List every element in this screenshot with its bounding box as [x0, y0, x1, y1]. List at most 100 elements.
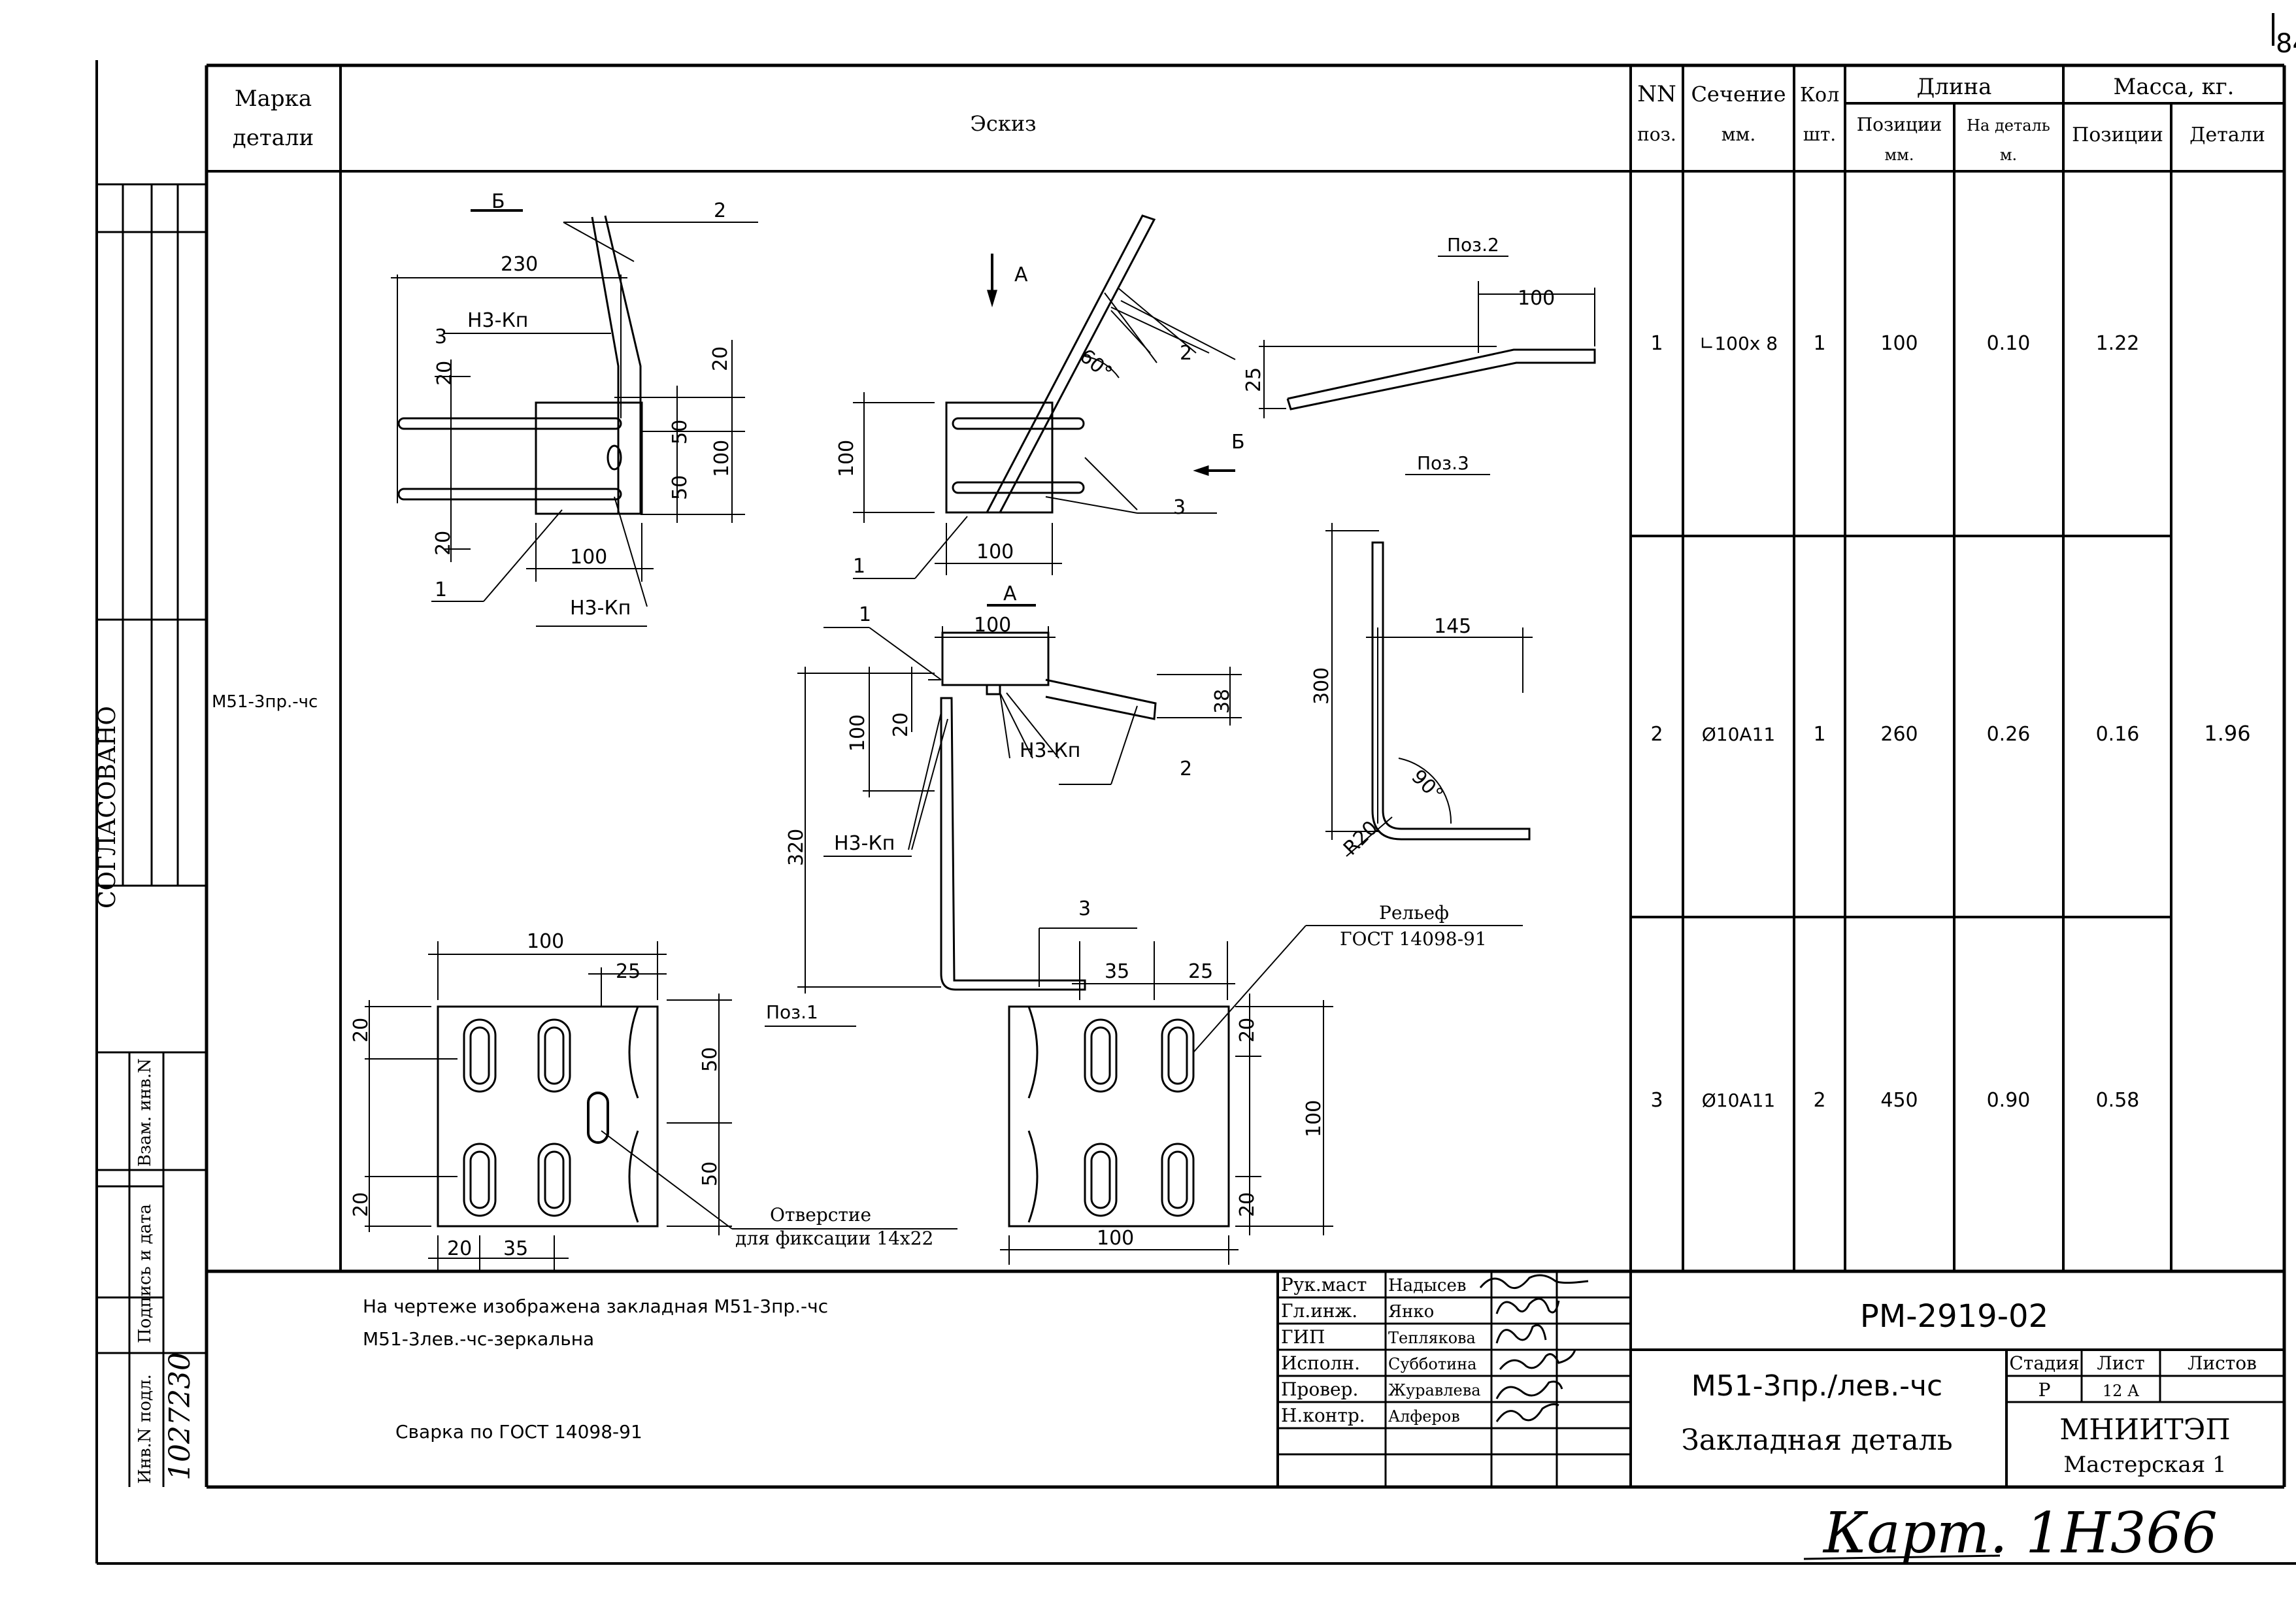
dim-230: 230 [501, 253, 538, 276]
header-length-pos-line2: мм. [1885, 146, 1914, 164]
title-block-grid [1631, 1348, 2284, 1487]
dim-25: 25 [1242, 367, 1265, 392]
inv-number-handwritten: 1027230 [163, 1352, 197, 1480]
dim-100: 100 [974, 614, 1011, 637]
dim-100: 100 [710, 440, 733, 477]
row3-section: Ø10А11 [1702, 1090, 1775, 1111]
sig-name-3: Теплякова [1388, 1329, 1476, 1347]
dim-20: 20 [432, 531, 455, 556]
view-a-label: А [1003, 582, 1017, 605]
row2-qty: 1 [1813, 723, 1825, 746]
view-a-arrow-label: А [1014, 263, 1028, 286]
callout-1-mid: 1 [853, 555, 865, 578]
sheets-label: Листов [2188, 1352, 2257, 1374]
plate-right-labels: 35 25 20 100 20 100 Рельеф ГОСТ 14098-91 [1097, 902, 1487, 1250]
table-row: 2 Ø10А11 1 260 0.26 0.16 [1650, 723, 2139, 746]
dim-300: 300 [1310, 667, 1333, 705]
view-b-sketch [391, 209, 758, 627]
card-number-handwritten: Карт. 1Н366 [1822, 1501, 2218, 1566]
doc-code: РМ-2919-02 [1860, 1298, 2048, 1335]
dim-100: 100 [527, 930, 564, 953]
row1-length-mm: 100 [1880, 332, 1918, 355]
dim-20: 20 [350, 1018, 373, 1043]
signature-rows: Рук.маст Надысев Гл.инж. Янко ГИП Тепляк… [1281, 1274, 1481, 1426]
relief-line2: ГОСТ 14098-91 [1340, 928, 1487, 950]
pos2-label: Поз.2 [1447, 234, 1499, 256]
note-line3: Сварка по ГОСТ 14098-91 [395, 1421, 642, 1443]
detail-type: Закладная деталь [1681, 1424, 1952, 1457]
weld-label: Н3-Кп [834, 832, 895, 855]
view-b-label: Б [491, 190, 505, 213]
inv-original-label: Инв.N подл. [135, 1374, 155, 1484]
sig-role-6: Н.контр. [1281, 1405, 1365, 1426]
stage-label: Стадия [2009, 1352, 2079, 1374]
header-mark-line2: детали [233, 125, 314, 151]
callout-2-side: 2 [1180, 758, 1192, 780]
pos1-label: Поз.1 [766, 1001, 818, 1023]
note-line1: На чертеже изображена закладная М51-3пр.… [363, 1295, 828, 1317]
header-length-det-line2: м. [2000, 146, 2017, 164]
row3-length-m: 0.90 [1987, 1089, 2031, 1112]
header-mass-pos: Позиции [2072, 124, 2163, 146]
row2-section: Ø10А11 [1702, 724, 1775, 745]
sheet-value: 12 А [2103, 1382, 2139, 1400]
sig-name-5: Журавлева [1388, 1381, 1481, 1399]
sig-name-1: Надысев [1388, 1276, 1466, 1295]
dim-50: 50 [669, 475, 691, 500]
table-row: 3 Ø10А11 2 450 0.90 0.58 [1650, 1089, 2139, 1112]
row2-pos: 2 [1650, 723, 1663, 746]
handwritten-signatures [1479, 1274, 1589, 1422]
sheet-corner-number: 84 [2276, 29, 2296, 59]
pos2-labels: Поз.2 100 25 Поз.3 [1242, 234, 1555, 474]
detail-mark: М51-3пр.-чс [212, 692, 318, 712]
dim-25: 25 [1188, 960, 1213, 983]
header-length: Длина [1917, 74, 1992, 100]
header-qty-line1: Кол [1800, 84, 1839, 107]
callout-3-left: 3 [435, 326, 447, 348]
view-main-sketch [853, 214, 1236, 607]
workshop: Мастерская 1 [2063, 1452, 2226, 1478]
row3-pos: 3 [1650, 1089, 1663, 1112]
plate-left-sketch [365, 941, 957, 1271]
callout-1-side: 1 [859, 603, 871, 626]
inv-replace-label: Взам. инв.N [135, 1058, 155, 1167]
dim-90: 90° [1406, 765, 1447, 806]
callout-1-left: 1 [435, 578, 447, 601]
dim-50: 50 [699, 1047, 722, 1072]
dim-20: 20 [1236, 1018, 1259, 1043]
row1-mass-pos: 1.22 [2096, 332, 2140, 355]
view-b-arrow-label: Б [1231, 431, 1245, 454]
header-section-line1: Сечение [1691, 82, 1786, 107]
side-view-sketch [765, 626, 1242, 1027]
row1-section: ∟100х 8 [1699, 333, 1778, 354]
callout-3-side: 3 [1078, 897, 1091, 920]
header-mass-det: Детали [2189, 124, 2265, 146]
hole-note-line1: Отверстие [770, 1204, 871, 1226]
dim-20: 20 [447, 1237, 472, 1260]
sheet-frame [95, 13, 2296, 1565]
sig-role-5: Провер. [1281, 1379, 1358, 1400]
sig-name-6: Алферов [1388, 1407, 1460, 1426]
row3-mass-pos: 0.58 [2096, 1089, 2140, 1112]
dim-20: 20 [350, 1192, 373, 1217]
weld-label: Н3-Кп [1020, 739, 1080, 762]
dim-50: 50 [669, 420, 691, 444]
dim-20: 20 [1236, 1192, 1259, 1217]
sig-name-4: Субботина [1388, 1355, 1476, 1373]
dim-100: 100 [835, 440, 858, 477]
sig-role-4: Исполн. [1281, 1352, 1360, 1374]
callout-3-mid: 3 [1173, 496, 1186, 519]
row3-length-mm: 450 [1880, 1089, 1918, 1112]
header-sketch: Эскиз [970, 111, 1036, 136]
header-mark-line1: Марка [235, 86, 312, 112]
pos3-sketch [1325, 523, 1533, 857]
organization: МНИИТЭП [2059, 1413, 2231, 1446]
dim-100: 100 [846, 714, 869, 752]
header-nn-line2: поз. [1637, 124, 1676, 145]
sign-date-label: Подпись и дата [135, 1204, 155, 1343]
header-nn-line1: NN [1637, 81, 1676, 107]
row2-length-m: 0.26 [1987, 723, 2031, 746]
sheet-label: Лист [2097, 1352, 2144, 1374]
weld-label: Н3-Кп [570, 597, 631, 620]
sig-role-1: Рук.маст [1281, 1274, 1367, 1295]
